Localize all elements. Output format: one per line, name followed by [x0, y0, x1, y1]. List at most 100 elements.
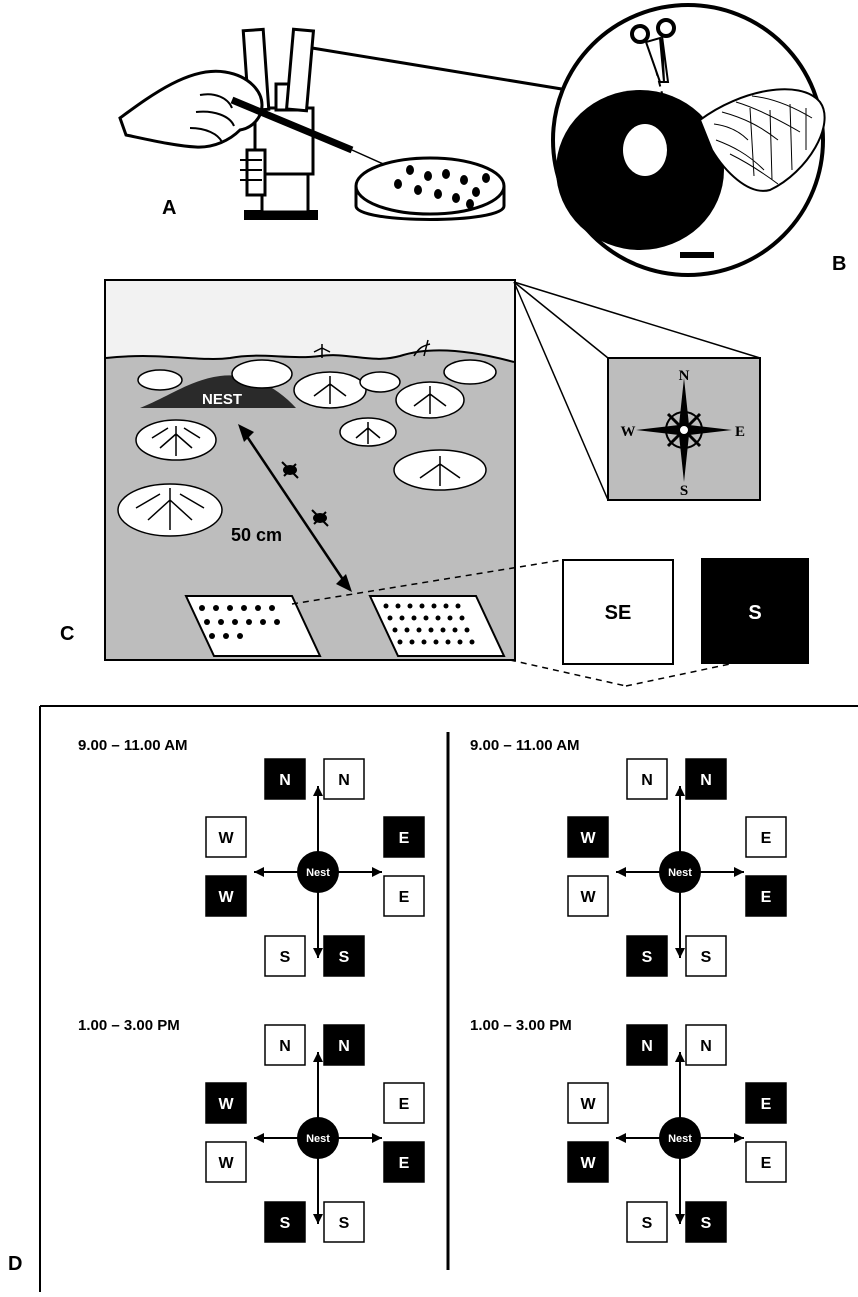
- direction-box: [567, 816, 609, 858]
- direction-box-label: N: [641, 772, 653, 789]
- direction-box: [626, 1201, 668, 1243]
- direction-box: [264, 1201, 306, 1243]
- schedule-time-label: 1.00 – 3.00 PM: [470, 1017, 572, 1034]
- black-swatch: [701, 558, 809, 664]
- direction-box-label: E: [761, 889, 772, 906]
- direction-box-label: E: [399, 830, 410, 847]
- arrowhead: [254, 1133, 264, 1143]
- panel-b-label: B: [832, 253, 846, 275]
- arrowhead: [372, 1133, 382, 1143]
- black-swatch-label: S: [748, 602, 761, 624]
- direction-box-label: E: [399, 1155, 410, 1172]
- panel-c-label: C: [60, 623, 74, 645]
- white-swatch-label: SE: [605, 602, 632, 624]
- nest-label: NEST: [202, 391, 242, 408]
- compass-box: [607, 357, 761, 501]
- direction-box: [205, 1141, 247, 1183]
- compass-west: W: [621, 424, 636, 440]
- nest-node-label: Nest: [668, 1133, 692, 1145]
- direction-box-label: E: [761, 1155, 772, 1172]
- direction-box: [745, 1141, 787, 1183]
- direction-box-label: N: [700, 1038, 712, 1055]
- direction-box: [567, 875, 609, 917]
- direction-box-label: W: [218, 830, 234, 847]
- direction-box-label: W: [580, 1155, 596, 1172]
- nest-node: [297, 1117, 339, 1159]
- direction-box: [383, 1141, 425, 1183]
- direction-box-label: S: [339, 949, 350, 966]
- direction-box-label: E: [399, 1096, 410, 1113]
- arrowhead: [313, 1214, 323, 1224]
- nest-node: [297, 851, 339, 893]
- arrowhead: [254, 867, 264, 877]
- direction-box-label: S: [642, 1215, 653, 1232]
- direction-box-label: S: [642, 949, 653, 966]
- direction-box: [205, 816, 247, 858]
- direction-box: [205, 1082, 247, 1124]
- direction-box: [264, 758, 306, 800]
- direction-box-label: W: [218, 889, 234, 906]
- direction-box: [383, 875, 425, 917]
- direction-box-label: N: [641, 1038, 653, 1055]
- arrowhead: [675, 948, 685, 958]
- compass-south: S: [680, 483, 688, 499]
- direction-box-label: S: [280, 1215, 291, 1232]
- direction-box-label: W: [580, 1096, 596, 1113]
- arrowhead: [313, 948, 323, 958]
- arrowhead: [734, 1133, 744, 1143]
- direction-box-label: N: [338, 1038, 350, 1055]
- direction-box-label: S: [701, 949, 712, 966]
- direction-box-label: S: [339, 1215, 350, 1232]
- direction-box: [685, 935, 727, 977]
- direction-box: [685, 1024, 727, 1066]
- direction-box: [383, 816, 425, 858]
- arrowhead: [313, 786, 323, 796]
- schedule-time-label: 9.00 – 11.00 AM: [470, 737, 580, 754]
- white-swatch: [562, 559, 674, 665]
- arrowhead: [616, 1133, 626, 1143]
- direction-box: [626, 758, 668, 800]
- direction-box-label: N: [279, 1038, 291, 1055]
- direction-box-label: W: [580, 830, 596, 847]
- panel-d-frame: [39, 705, 858, 1292]
- direction-box: [567, 1141, 609, 1183]
- direction-box: [264, 935, 306, 977]
- schedule-time-label: 9.00 – 11.00 AM: [78, 737, 188, 754]
- arrowhead: [616, 867, 626, 877]
- direction-box: [323, 1201, 365, 1243]
- direction-box: [745, 816, 787, 858]
- direction-box: [383, 1082, 425, 1124]
- direction-box-label: E: [399, 889, 410, 906]
- direction-box-label: N: [338, 772, 350, 789]
- panel-a-label: A: [162, 197, 176, 219]
- direction-box-label: N: [700, 772, 712, 789]
- arrowhead: [675, 786, 685, 796]
- direction-box-label: E: [761, 830, 772, 847]
- distance-label: 50 cm: [231, 525, 282, 545]
- arrowhead: [372, 867, 382, 877]
- direction-box-label: W: [218, 1155, 234, 1172]
- direction-box: [685, 1201, 727, 1243]
- nest-node: [659, 851, 701, 893]
- panel-b-illustration: [551, 3, 826, 277]
- direction-box: [323, 758, 365, 800]
- direction-box: [567, 1082, 609, 1124]
- schedule-time-label: 1.00 – 3.00 PM: [78, 1017, 180, 1034]
- panel-c-field: [104, 279, 761, 687]
- direction-box: [685, 758, 727, 800]
- direction-box-label: S: [701, 1215, 712, 1232]
- arrowhead: [675, 1214, 685, 1224]
- nest-node-label: Nest: [668, 867, 692, 879]
- direction-box-label: W: [218, 1096, 234, 1113]
- arrowhead: [734, 867, 744, 877]
- direction-box: [626, 935, 668, 977]
- direction-box: [626, 1024, 668, 1066]
- direction-box-label: S: [280, 949, 291, 966]
- arrowhead: [313, 1052, 323, 1062]
